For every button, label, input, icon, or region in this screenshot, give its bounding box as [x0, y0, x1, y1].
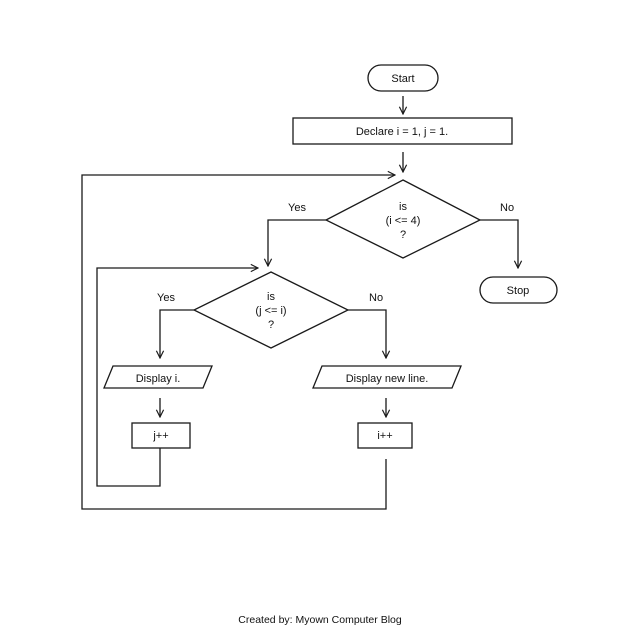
outer-decision: is (i <= 4) ?	[324, 179, 482, 259]
outer-decision-line3: ?	[400, 229, 406, 241]
increment-i-process: i++	[357, 422, 413, 449]
start-terminator: Start	[367, 64, 439, 92]
inner-decision-line3: ?	[268, 319, 274, 331]
start-label: Start	[391, 73, 414, 85]
stop-label: Stop	[507, 285, 530, 297]
increment-i-label: i++	[377, 430, 392, 442]
increment-j-process: j++	[131, 422, 191, 449]
display-i-label: Display i.	[136, 373, 181, 385]
display-newline-label: Display new line.	[346, 373, 429, 385]
inner-decision-line1: is	[267, 291, 275, 303]
outer-loop-back-arrow	[81, 175, 395, 510]
declare-label: Declare i = 1, j = 1.	[356, 126, 448, 138]
inner-decision: is (j <= i) ?	[192, 271, 350, 349]
inner-yes-arrow	[160, 309, 194, 358]
increment-j-label: j++	[152, 430, 168, 442]
outer-yes-arrow	[268, 219, 326, 266]
outer-yes-label: Yes	[288, 202, 306, 214]
display-newline-io: Display new line.	[312, 365, 462, 389]
display-i-io: Display i.	[103, 365, 213, 389]
outer-decision-line1: is	[399, 201, 407, 213]
inner-loop-back-arrow	[96, 268, 258, 487]
inner-decision-line2: (j <= i)	[255, 305, 286, 317]
outer-no-label: No	[500, 202, 514, 214]
stop-terminator: Stop	[479, 276, 558, 304]
inner-no-arrow	[348, 309, 386, 358]
inner-yes-label: Yes	[157, 292, 175, 304]
declare-process: Declare i = 1, j = 1.	[292, 117, 513, 145]
outer-decision-line2: (i <= 4)	[386, 215, 421, 227]
inner-no-label: No	[369, 292, 383, 304]
credit-footer: Created by: Myown Computer Blog	[238, 614, 402, 626]
outer-no-arrow	[480, 219, 518, 268]
